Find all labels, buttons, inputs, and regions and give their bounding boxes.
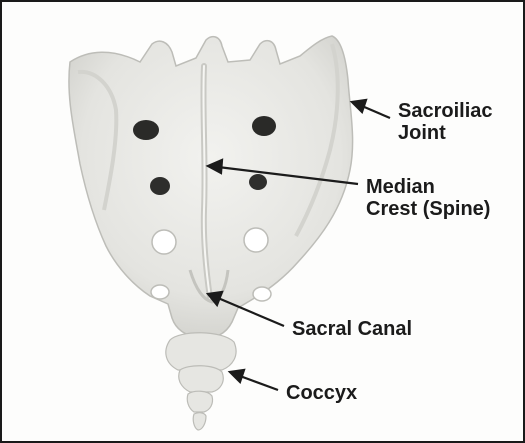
label-median-crest-line2: Crest (Spine) xyxy=(366,198,490,220)
label-sacroiliac-line2: Joint xyxy=(398,122,493,144)
label-sacroiliac-line1: Sacroiliac xyxy=(398,100,493,122)
arrow-coccyx xyxy=(240,376,278,390)
label-sacroiliac-joint: Sacroiliac Joint xyxy=(398,100,493,144)
label-median-crest: Median Crest (Spine) xyxy=(366,176,490,220)
label-median-crest-line1: Median xyxy=(366,176,490,198)
label-sacral-canal: Sacral Canal xyxy=(292,318,412,340)
coccyx-bone xyxy=(166,333,236,430)
arrow-sacroiliac xyxy=(362,106,390,118)
label-coccyx: Coccyx xyxy=(286,382,357,404)
